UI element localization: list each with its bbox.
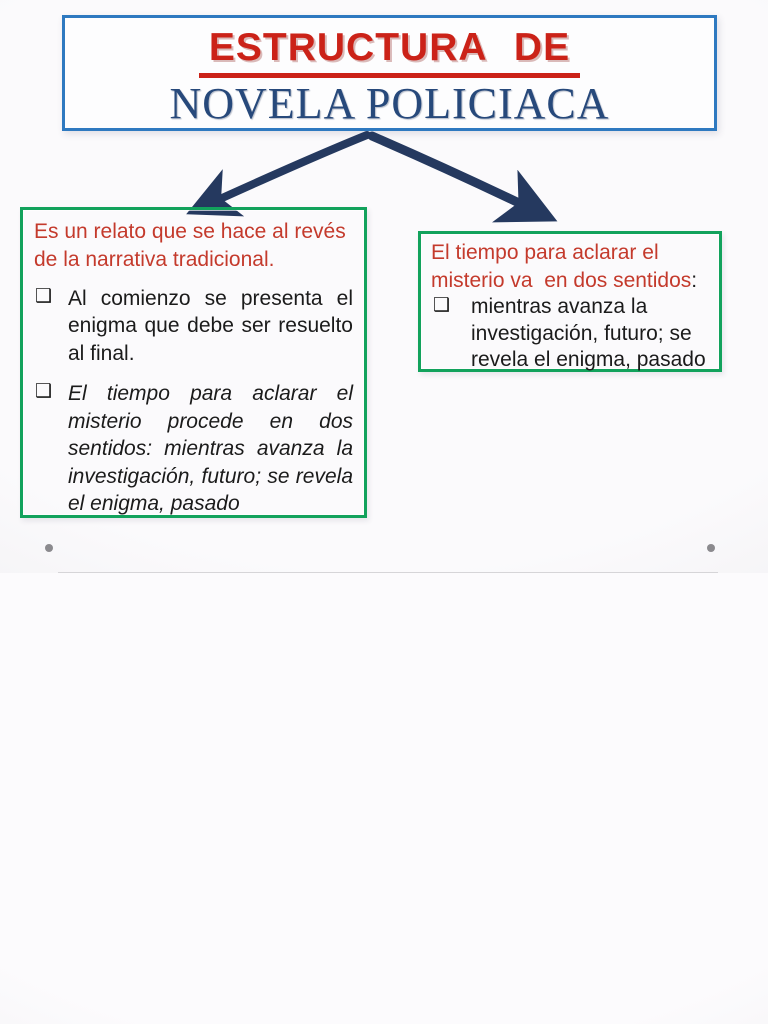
arrow-right-icon <box>367 131 558 223</box>
left-box-bullet-1: ❑ Al comienzo se presenta el enigma que … <box>34 285 353 368</box>
checkbox-bullet-icon: ❑ <box>35 381 53 403</box>
left-box-lead: Es un relato que se hace al revés de la … <box>34 220 352 271</box>
right-box-lead-text: El tiempo para aclarar el misterio va en… <box>431 241 692 292</box>
title-line-2: NOVELA POLICIACA <box>169 78 610 128</box>
decorative-dot-right <box>707 544 715 552</box>
bullet-text: mientras avanza la investigación, futuro… <box>471 295 706 371</box>
decorative-dot-left <box>45 544 53 552</box>
page-divider <box>58 572 718 573</box>
right-box-lead: El tiempo para aclarar el misterio va en… <box>431 239 709 294</box>
left-concept-box: Es un relato que se hace al revés de la … <box>20 207 367 518</box>
title-line-1: ESTRUCTURA DE <box>198 26 581 78</box>
right-box-bullet-1: ❑ mientras avanza la investigación, futu… <box>431 294 709 373</box>
right-box-lead-colon: : <box>691 268 698 292</box>
bullet-text: El tiempo para aclarar el misterio proce… <box>68 382 353 516</box>
checkbox-bullet-icon: ❑ <box>35 285 53 307</box>
slide-1: ESTRUCTURA DE NOVELA POLICIACA Es un rel… <box>0 0 768 573</box>
left-box-bullet-2: ❑ El tiempo para aclarar el misterio pro… <box>34 380 353 518</box>
slide-2: ELEMENTOS DE LA NARRACIÓN POLICIAL 1. Un… <box>0 573 768 1024</box>
bullet-text: Al comienzo se presenta el enigma que de… <box>68 286 353 365</box>
checkbox-bullet-icon: ❑ <box>433 295 451 317</box>
right-concept-box: El tiempo para aclarar el misterio va en… <box>418 231 722 372</box>
arrow-left-icon <box>186 131 371 217</box>
title-box: ESTRUCTURA DE NOVELA POLICIACA <box>62 15 717 131</box>
